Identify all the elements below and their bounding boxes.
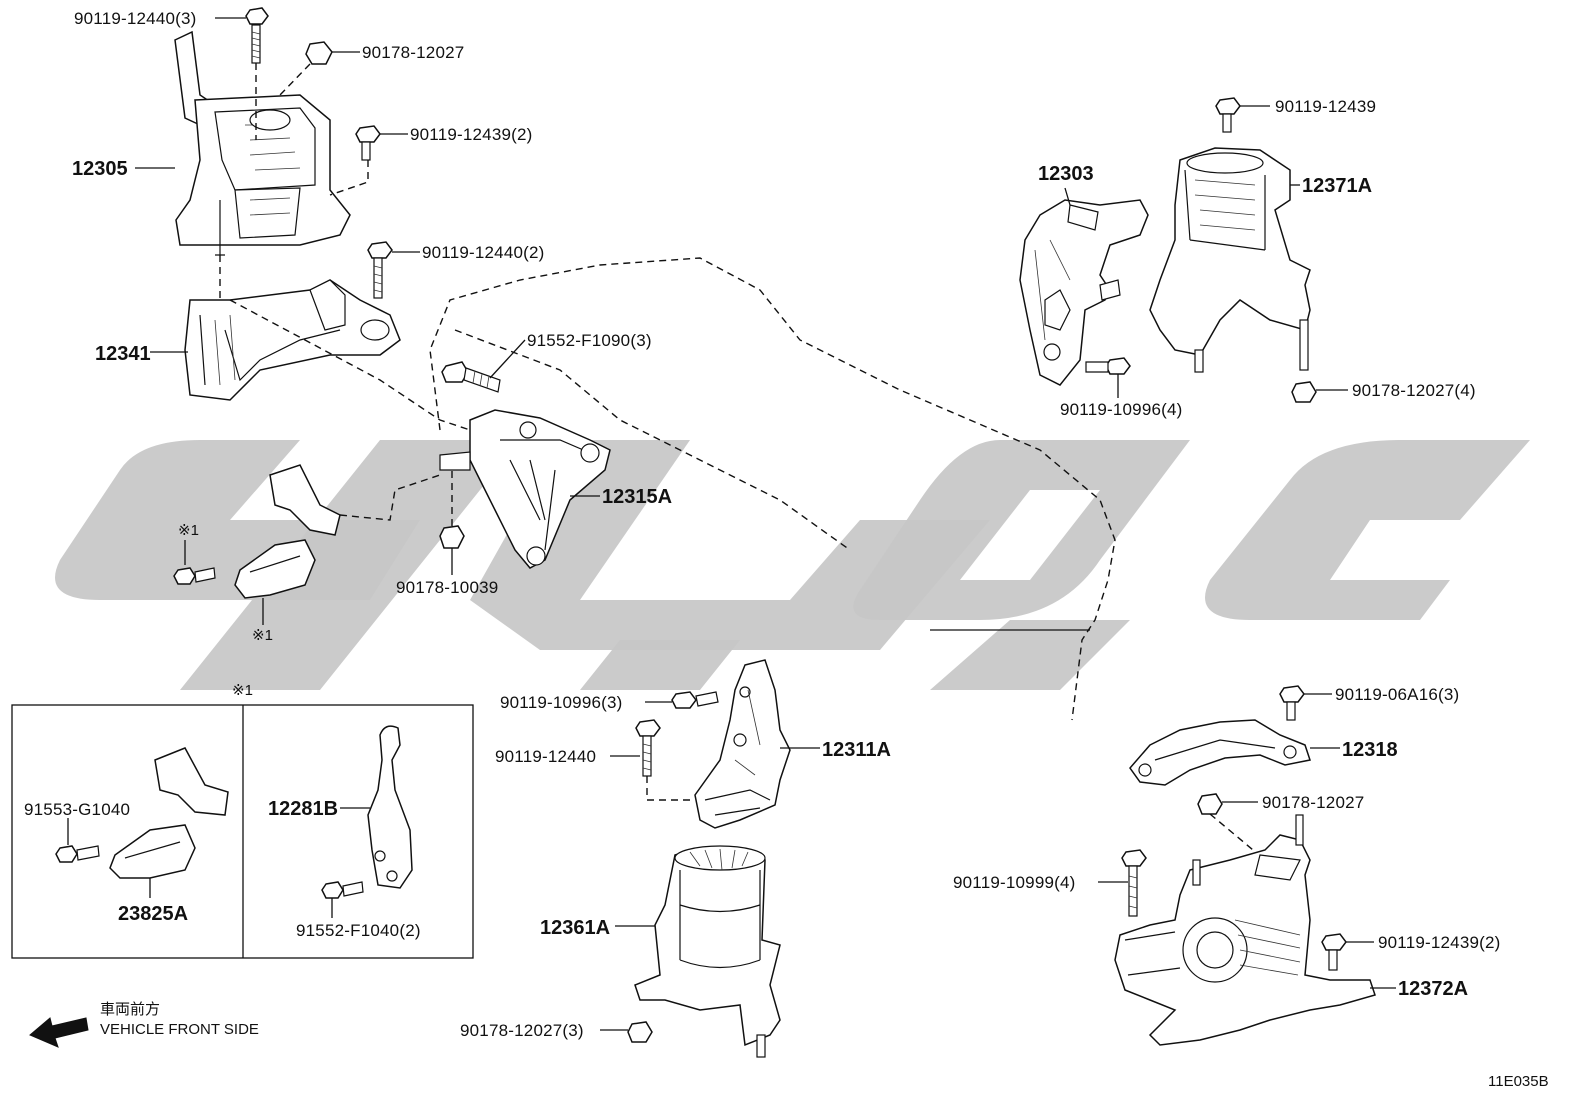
label-f14: 90178-12027 xyxy=(1262,793,1364,812)
nut-icon-f14 xyxy=(1197,793,1223,815)
part-12372A-mount xyxy=(1114,814,1376,1046)
front-side-english: VEHICLE FRONT SIDE xyxy=(100,1021,259,1038)
nut-icon-f9 xyxy=(1291,381,1317,403)
label-f2: 90178-12027 xyxy=(362,43,464,62)
diagram-code: 11E035B xyxy=(1488,1073,1549,1090)
part-12305-mount xyxy=(174,30,351,256)
label-12281B: 12281B xyxy=(268,798,338,820)
label-f15: 90119-10999(4) xyxy=(953,873,1076,892)
label-12305: 12305 xyxy=(72,158,128,180)
label-12361A: 12361A xyxy=(540,917,610,939)
dash-note1-left xyxy=(339,474,441,521)
part-12341-bracket xyxy=(184,279,401,401)
front-side-japanese: 車両前方 xyxy=(100,1001,160,1018)
dash-f3 xyxy=(329,160,369,196)
label-f5: 91552-F1090(3) xyxy=(527,331,652,350)
part-12311A-bracket xyxy=(694,659,791,829)
inset-box-note1 xyxy=(11,704,474,959)
part-12361A-mount xyxy=(634,845,781,1058)
label-f1: 90119-12440(3) xyxy=(74,9,197,28)
engine-outline xyxy=(429,257,1116,721)
label-f6: 90178-10039 xyxy=(396,578,498,597)
part-12318-bracket xyxy=(1129,719,1311,786)
bolt-icon-f3 xyxy=(355,125,381,161)
nut-icon-f12 xyxy=(627,1021,653,1043)
watermark-logo xyxy=(55,440,1530,690)
label-12341: 12341 xyxy=(95,343,151,365)
bolt-icon-f4 xyxy=(367,241,393,299)
label-12315A: 12315A xyxy=(602,486,672,508)
part-12281B-bracket xyxy=(367,725,413,889)
bolt-icon-f13 xyxy=(1279,685,1305,721)
part-12303-bracket xyxy=(1019,199,1149,386)
label-f12: 90178-12027(3) xyxy=(460,1021,584,1040)
bolt-icon-f5 xyxy=(441,361,501,393)
bolt-icon-f1 xyxy=(245,7,269,64)
label-12311A: 12311A xyxy=(822,739,891,761)
label-f8: 90119-10996(4) xyxy=(1060,400,1183,419)
label-f18: 91552-F1040(2) xyxy=(296,921,421,940)
bolt-icon-f16 xyxy=(1321,933,1347,971)
bolt-icon-f8 xyxy=(1085,357,1131,375)
part-23825A-bracket xyxy=(109,747,229,879)
label-12372A: 12372A xyxy=(1398,978,1468,1000)
bolt-icon-f17 xyxy=(55,845,100,863)
part-12315A-bracket xyxy=(439,409,611,569)
label-f11: 90119-12440 xyxy=(495,747,596,766)
leader-12303 xyxy=(1064,187,1071,206)
nut-icon-f2 xyxy=(305,41,333,65)
nut-icon-f6 xyxy=(439,525,465,549)
label-f9: 90178-12027(4) xyxy=(1352,381,1476,400)
label-12303: 12303 xyxy=(1038,163,1094,185)
dash-f11 xyxy=(646,776,695,801)
bolt-icon-f18 xyxy=(321,881,364,899)
note-marker-bracket: ※1 xyxy=(252,627,273,644)
note-marker-bolt: ※1 xyxy=(178,522,199,539)
label-23825A: 23825A xyxy=(118,903,188,925)
leader-f5 xyxy=(489,339,526,379)
label-12371A: 12371A xyxy=(1302,175,1372,197)
bolt-icon-f15 xyxy=(1121,849,1147,917)
label-f4: 90119-12440(2) xyxy=(422,243,545,262)
part-12371A-mount xyxy=(1149,147,1311,373)
label-f3: 90119-12439(2) xyxy=(410,125,533,144)
dash-12341-12315A xyxy=(229,299,471,431)
label-12318: 12318 xyxy=(1342,739,1398,761)
label-f16: 90119-12439(2) xyxy=(1378,933,1501,952)
arrow-left-icon xyxy=(29,1017,89,1048)
label-f13: 90119-06A16(3) xyxy=(1335,685,1459,704)
dash-f2 xyxy=(279,63,311,96)
label-f7: 90119-12439 xyxy=(1275,97,1376,116)
label-f10: 90119-10996(3) xyxy=(500,693,623,712)
bolt-icon-f10 xyxy=(671,691,719,709)
part-note1-bracket xyxy=(234,464,341,599)
inset-note-marker: ※1 xyxy=(232,682,253,699)
bolt-icon-f7 xyxy=(1215,97,1241,133)
label-f17: 91553-G1040 xyxy=(24,800,130,819)
bolt-icon-f11 xyxy=(635,719,661,777)
bolt-icon-note1 xyxy=(173,567,216,585)
